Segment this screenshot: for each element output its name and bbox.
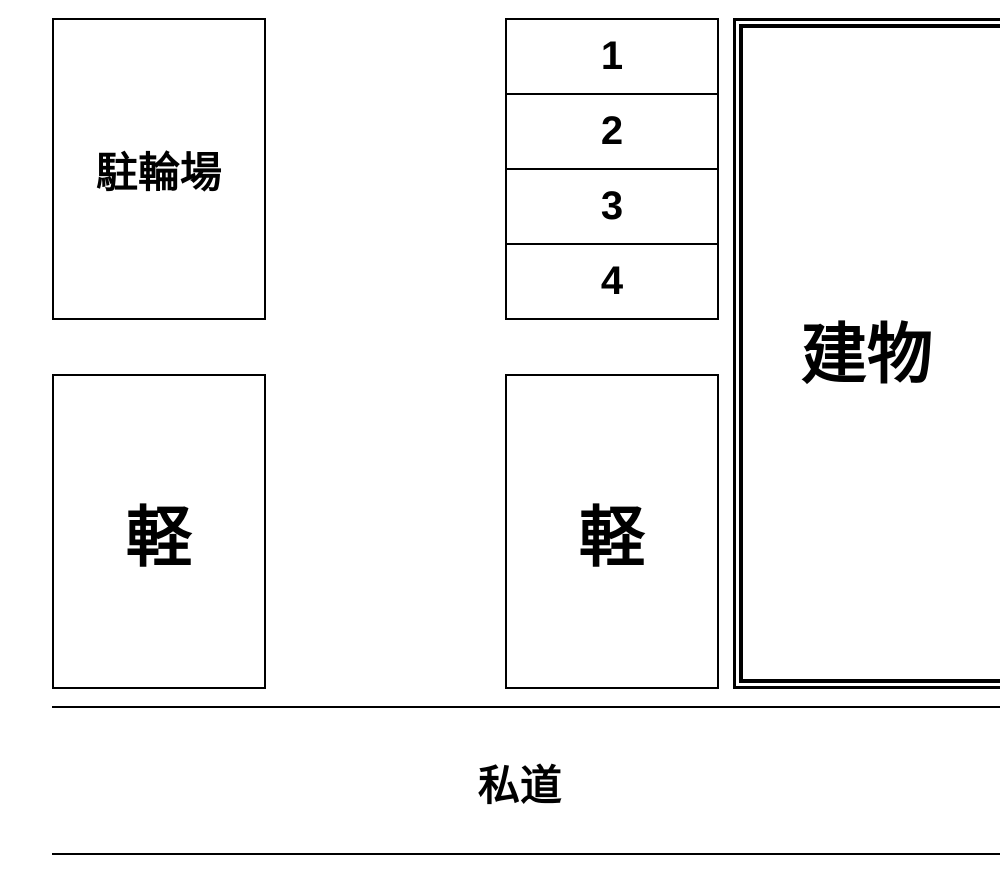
numbered-parking-spaces: 1 2 3 4 <box>505 18 719 320</box>
parking-space-3[interactable]: 3 <box>507 170 717 245</box>
road-edge-bottom <box>52 853 1000 855</box>
bicycle-parking-label: 駐輪場 <box>95 147 222 197</box>
kei-car-label-right: 軽 <box>579 498 645 576</box>
kei-car-space-left[interactable]: 軽 <box>52 374 266 689</box>
kei-car-space-right[interactable]: 軽 <box>505 374 719 689</box>
bicycle-parking-area: 駐輪場 <box>52 18 266 320</box>
road-edge-top <box>52 706 1000 708</box>
building-label: 建物 <box>801 315 933 393</box>
kei-car-label-left: 軽 <box>126 498 192 576</box>
parking-space-2[interactable]: 2 <box>507 95 717 170</box>
parking-space-4[interactable]: 4 <box>600 259 624 303</box>
private-road-label: 私道 <box>478 761 563 810</box>
parking-space-1[interactable]: 1 <box>507 20 717 95</box>
building-block: 建物 <box>733 18 1000 689</box>
building-inner-outline: 建物 <box>739 24 1000 683</box>
